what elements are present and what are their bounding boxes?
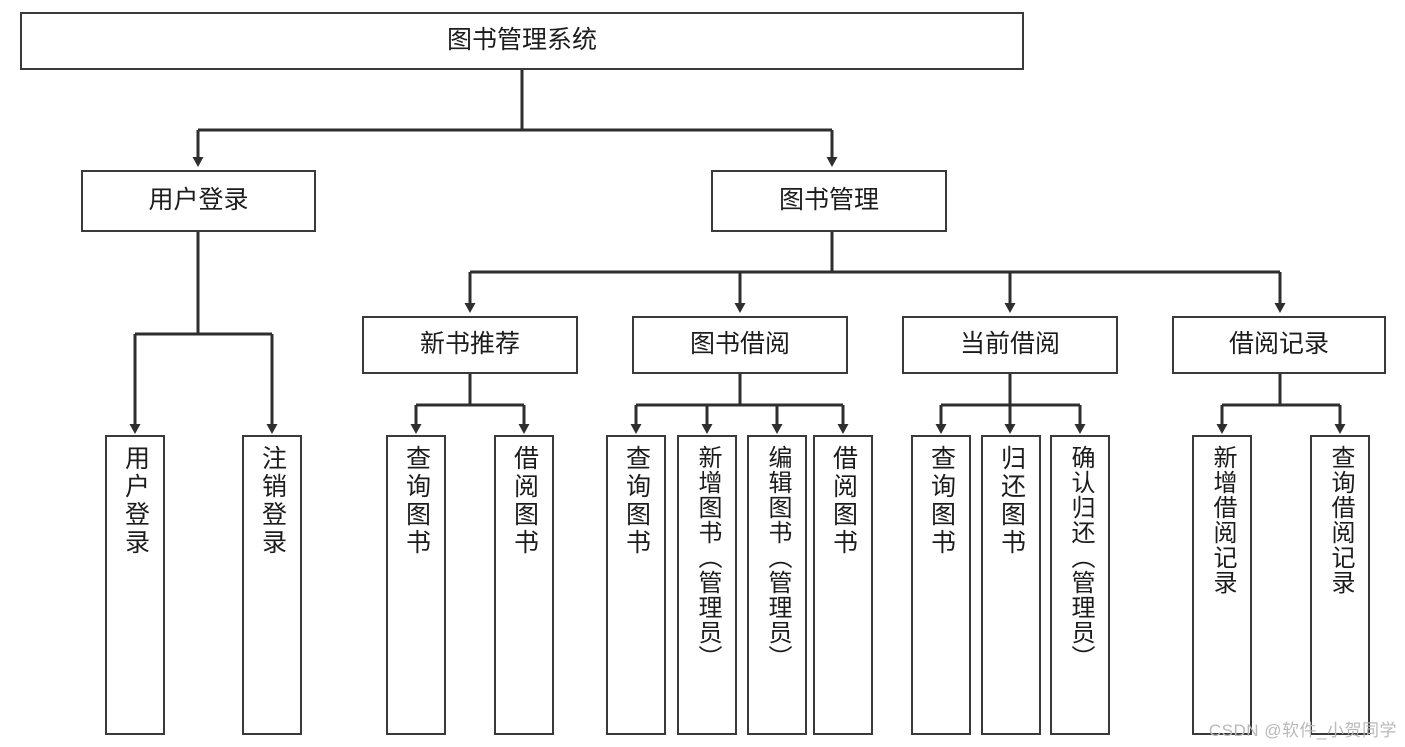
node-label: 确认归还（管理员） <box>1067 445 1094 670</box>
node-label: 新增借阅记录 <box>1209 445 1236 595</box>
node-label: 编辑图书（管理员） <box>764 445 791 670</box>
leaf-new-book-borrow[interactable]: 借阅图书 <box>494 435 554 735</box>
leaf-book-borrow-add[interactable]: 新增图书（管理员） <box>677 435 737 735</box>
watermark-text: CSDN @软件_小贺同学 <box>1208 721 1397 740</box>
node-label: 新增图书（管理员） <box>694 445 721 670</box>
leaf-current-borrow-query[interactable]: 查询图书 <box>911 435 971 735</box>
node-label: 归还图书 <box>997 445 1026 557</box>
node-label: 新书推荐 <box>419 330 520 359</box>
node-current-borrow[interactable]: 当前借阅 <box>902 316 1118 374</box>
leaf-book-borrow-edit[interactable]: 编辑图书（管理员） <box>747 435 807 735</box>
node-label: 图书管理系统 <box>446 26 597 55</box>
node-label: 用户登录 <box>121 445 150 557</box>
leaf-book-borrow-query[interactable]: 查询图书 <box>606 435 666 735</box>
node-label: 借阅图书 <box>510 445 539 557</box>
node-label: 用户登录 <box>148 186 249 215</box>
leaf-current-borrow-confirm-return[interactable]: 确认归还（管理员） <box>1050 435 1110 735</box>
leaf-user-login-signout[interactable]: 注销登录 <box>242 435 302 735</box>
node-label: 查询图书 <box>622 445 651 557</box>
node-label: 借阅图书 <box>829 445 858 557</box>
node-borrow-record[interactable]: 借阅记录 <box>1172 316 1386 374</box>
node-book-borrow[interactable]: 图书借阅 <box>632 316 848 374</box>
node-label: 查询图书 <box>927 445 956 557</box>
leaf-borrow-record-query[interactable]: 查询借阅记录 <box>1310 435 1370 735</box>
leaf-new-book-query[interactable]: 查询图书 <box>386 435 446 735</box>
leaf-user-login-signin[interactable]: 用户登录 <box>105 435 165 735</box>
node-label: 借阅记录 <box>1228 330 1329 359</box>
node-user-login[interactable]: 用户登录 <box>81 170 316 232</box>
leaf-book-borrow-lend[interactable]: 借阅图书 <box>813 435 873 735</box>
node-label: 查询借阅记录 <box>1327 445 1354 595</box>
node-new-book-recommend[interactable]: 新书推荐 <box>362 316 578 374</box>
leaf-current-borrow-return[interactable]: 归还图书 <box>981 435 1041 735</box>
node-label: 当前借阅 <box>959 330 1060 359</box>
node-label: 图书管理 <box>778 186 879 215</box>
node-root-system[interactable]: 图书管理系统 <box>20 12 1024 70</box>
node-label: 图书借阅 <box>689 330 790 359</box>
node-label: 查询图书 <box>402 445 431 557</box>
leaf-borrow-record-add[interactable]: 新增借阅记录 <box>1192 435 1252 735</box>
node-book-management[interactable]: 图书管理 <box>711 170 947 232</box>
node-label: 注销登录 <box>258 445 287 557</box>
